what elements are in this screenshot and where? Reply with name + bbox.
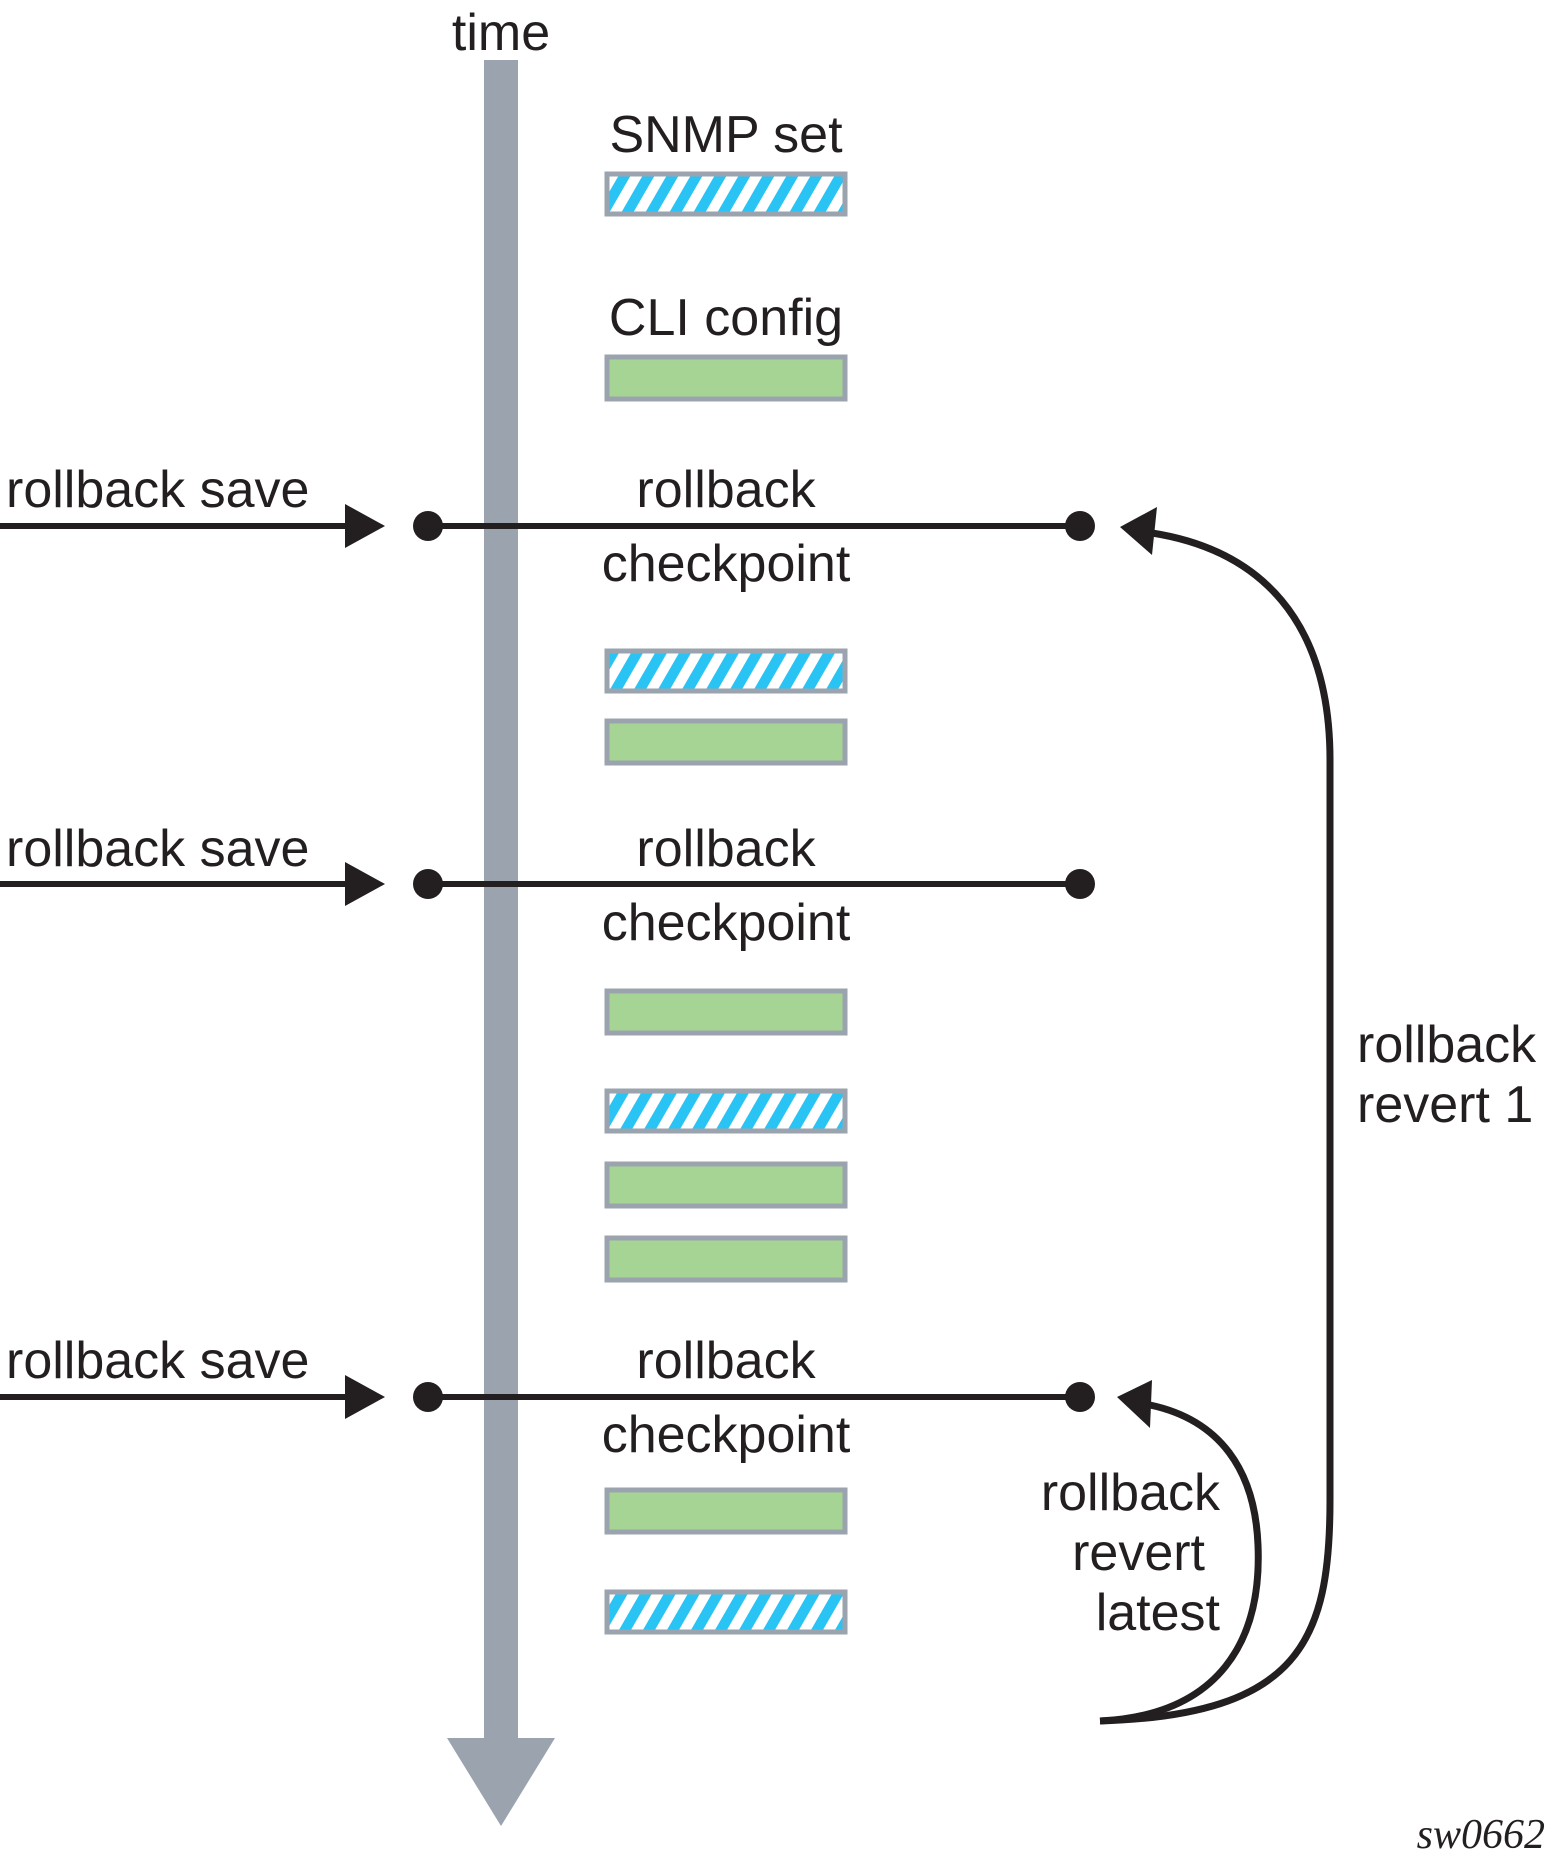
cli-config-block — [604, 1161, 848, 1209]
checkpoint-dot — [1065, 869, 1095, 899]
checkpoint-label-bottom: checkpoint — [602, 1406, 851, 1464]
revert-latest-label-line3: latest — [1096, 1584, 1221, 1642]
checkpoint-label-top: rollback — [636, 820, 816, 878]
checkpoint-label-top: rollback — [636, 461, 816, 519]
snmp-set-block — [604, 171, 848, 217]
rollback-revert-latest-arrow: rollback revert latest — [1041, 1380, 1262, 1725]
checkpoint-label-bottom: checkpoint — [602, 535, 851, 593]
rollback-save-label: rollback save — [6, 461, 309, 519]
cli-config-label: CLI config — [609, 289, 843, 347]
checkpoint-dot — [413, 1382, 443, 1412]
cli-config-block — [604, 718, 848, 766]
checkpoint-1: rollback save rollback checkpoint — [0, 461, 1095, 593]
checkpoint-dot — [1065, 1382, 1095, 1412]
revert-latest-label-line1: rollback — [1041, 1464, 1221, 1522]
revert-1-label-line1: rollback — [1357, 1016, 1537, 1074]
revert-1-curve — [1099, 529, 1334, 1725]
snmp-set-label: SNMP set — [609, 106, 843, 164]
arrowhead-icon — [345, 504, 385, 548]
checkpoint-label-bottom: checkpoint — [602, 894, 851, 952]
revert-latest-curve — [1099, 1401, 1262, 1725]
arrowhead-icon — [345, 1375, 385, 1419]
arrowhead-icon — [345, 862, 385, 906]
arrowhead-icon — [1117, 1380, 1152, 1428]
figure-id: sw0662 — [1417, 1812, 1545, 1858]
time-axis-label: time — [452, 4, 550, 62]
snmp-set-block — [604, 1589, 848, 1635]
snmp-set-block — [604, 648, 848, 694]
snmp-set-block — [604, 1088, 848, 1134]
cli-config-block — [604, 988, 848, 1036]
time-axis-shaft — [484, 60, 518, 1750]
cli-config-block — [604, 1235, 848, 1283]
checkpoint-3: rollback save rollback checkpoint — [0, 1332, 1095, 1464]
checkpoint-dot — [413, 869, 443, 899]
rollback-save-label: rollback save — [6, 820, 309, 878]
checkpoint-dot — [413, 511, 443, 541]
checkpoint-label-top: rollback — [636, 1332, 816, 1390]
revert-1-label-line2: revert 1 — [1357, 1076, 1533, 1134]
revert-latest-label-line2: revert — [1072, 1524, 1205, 1582]
time-axis: time — [447, 4, 555, 1826]
rollback-revert-1-arrow: rollback revert 1 — [1099, 507, 1537, 1725]
cli-config-block — [604, 1487, 848, 1535]
time-axis-arrowhead — [447, 1738, 555, 1826]
rollback-save-label: rollback save — [6, 1332, 309, 1390]
checkpoint-2: rollback save rollback checkpoint — [0, 820, 1095, 952]
cli-config-block — [604, 354, 848, 402]
checkpoint-dot — [1065, 511, 1095, 541]
arrowhead-icon — [1120, 507, 1157, 555]
